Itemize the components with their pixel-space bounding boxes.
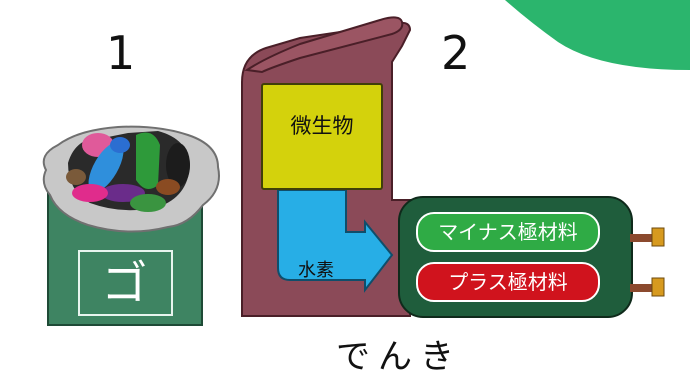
trash-label: ゴミ <box>78 250 173 372</box>
minus-electrode-label: マイナス極材料 <box>416 212 600 252</box>
reactor-lid <box>244 16 404 74</box>
microbe-box: 微生物 <box>261 83 383 190</box>
terminal-lower <box>630 277 665 297</box>
terminal-upper <box>630 227 665 247</box>
step-1-number: 1 <box>106 26 136 80</box>
corner-green-shape <box>505 0 690 70</box>
hydrogen-label: 水素 <box>298 260 334 281</box>
plus-electrode-label: プラス極材料 <box>416 262 600 302</box>
electricity-caption: でんき <box>336 337 462 377</box>
hydrogen-arrow <box>277 189 394 293</box>
step-2-number: 2 <box>441 26 471 80</box>
trash-contents-illustration <box>42 125 220 233</box>
